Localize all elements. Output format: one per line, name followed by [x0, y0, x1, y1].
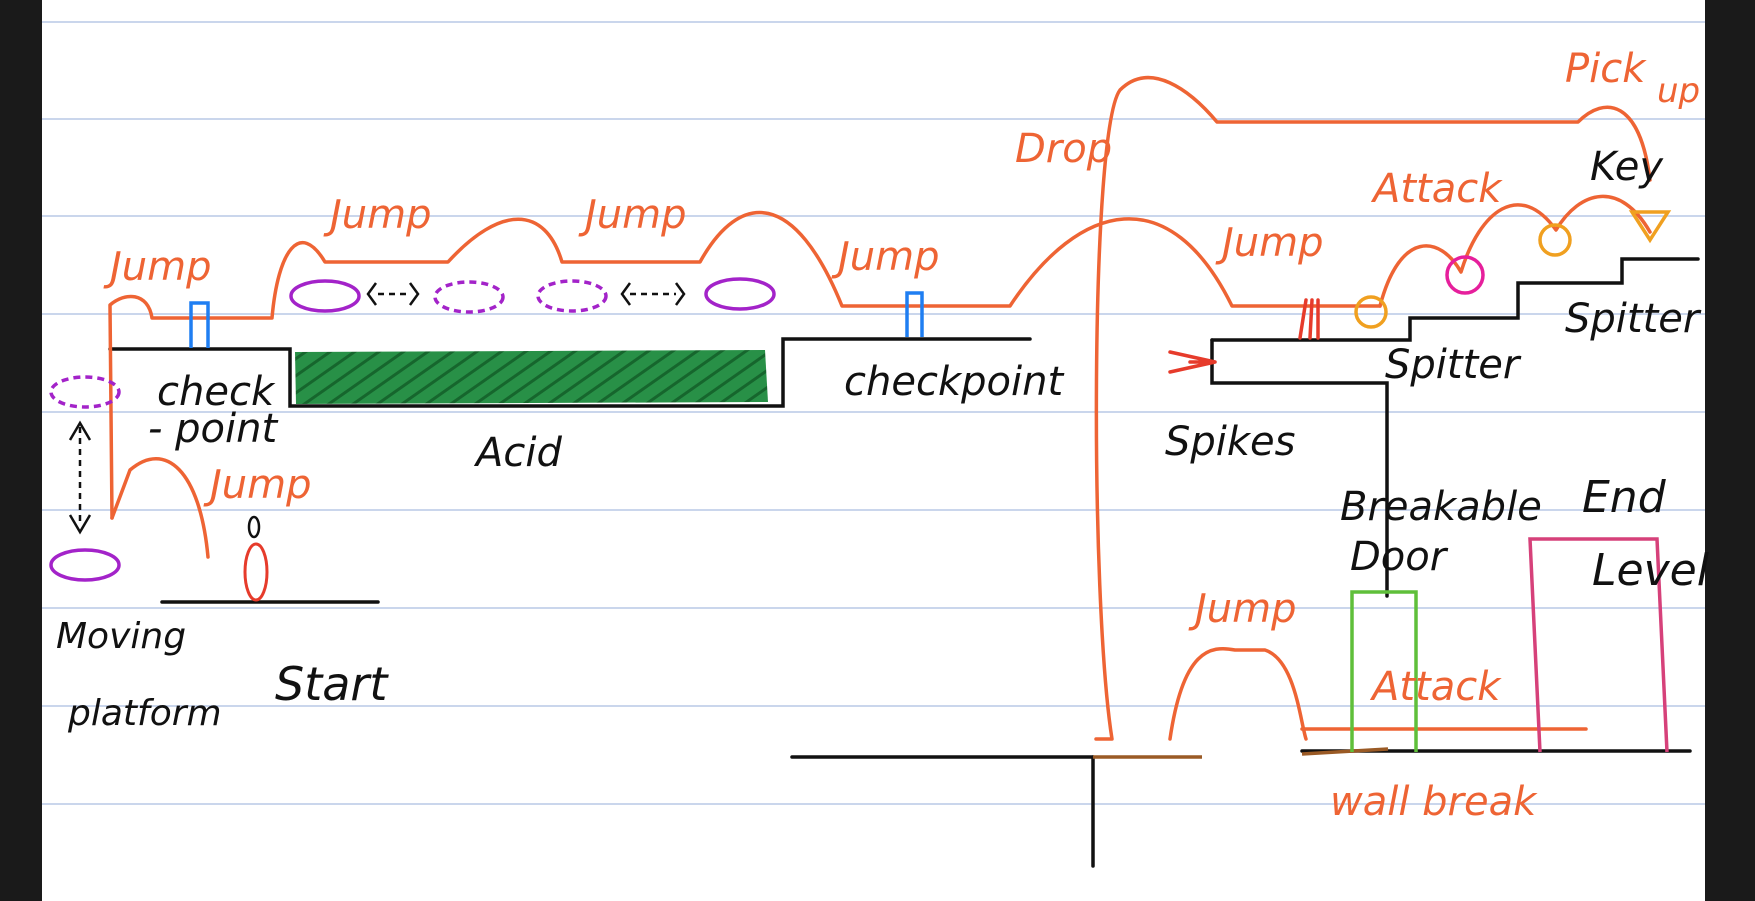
spitter-label: Spitter	[1385, 342, 1522, 388]
checkpoint-label: check	[157, 369, 276, 415]
checkpoint-flags	[189, 291, 924, 348]
spitter-label: Spitter	[1565, 296, 1702, 342]
player-path	[108, 76, 1652, 741]
end-level-label: End	[1582, 472, 1667, 523]
drop-label: Drop	[1015, 126, 1112, 172]
rule-lines	[42, 21, 1705, 805]
jump-label: Jump	[831, 234, 940, 280]
moving-arrow-icon	[68, 282, 686, 535]
checkpoint-label: checkpoint	[844, 359, 1064, 405]
paper	[42, 0, 1705, 901]
jump-label: Jump	[1188, 586, 1297, 632]
moving-platform	[704, 277, 776, 311]
key-icon	[1628, 210, 1672, 244]
checkpoint-icon	[905, 291, 924, 337]
moving-platform	[433, 280, 505, 314]
enemy-icon	[1354, 295, 1388, 329]
checkpoint-icon	[189, 301, 210, 348]
spike-icon	[1168, 298, 1320, 374]
enemy-icon	[1445, 255, 1485, 295]
moving-platforms	[49, 277, 776, 582]
moving-platform	[49, 548, 121, 582]
attack-label: Attack	[1369, 664, 1502, 710]
pick-up-label: up	[1657, 71, 1700, 111]
moving-platform-label: Moving	[56, 616, 186, 657]
acid-label: Acid	[473, 430, 562, 476]
enemies	[1354, 223, 1572, 329]
wall-break-label: wall break	[1330, 779, 1538, 825]
key-label: Key	[1590, 144, 1664, 190]
attack-label: Attack	[1370, 166, 1503, 212]
jump-label: Jump	[1215, 220, 1324, 266]
wall-segments	[1093, 747, 1389, 759]
upper-ledge-left	[108, 337, 1032, 408]
checkpoint-label: - point	[148, 406, 278, 452]
moving-platform	[536, 279, 608, 313]
pick-up-label: Pick	[1565, 46, 1647, 92]
jump-label: Jump	[103, 244, 212, 290]
breakable-door	[1350, 590, 1418, 752]
moving-platform	[49, 375, 121, 409]
moving-platform	[289, 279, 361, 313]
end-level-label: Level	[1592, 545, 1710, 596]
jump-label: Jump	[578, 192, 687, 238]
jump-label: Jump	[323, 192, 432, 238]
start-label: Start	[275, 657, 389, 711]
spike-ledge	[1210, 257, 1700, 342]
jump-label: Jump	[203, 462, 312, 508]
enemy-icon	[1538, 223, 1572, 257]
player-icon	[243, 515, 269, 602]
end-level-door	[1528, 537, 1669, 753]
acid-pool	[295, 350, 768, 404]
spikes-label: Spikes	[1165, 419, 1296, 465]
breakable-door-label: Breakable	[1340, 484, 1542, 530]
breakable-door-label: Door	[1350, 534, 1449, 580]
moving-platform-label: platform	[67, 693, 222, 734]
terrain	[108, 257, 1700, 868]
